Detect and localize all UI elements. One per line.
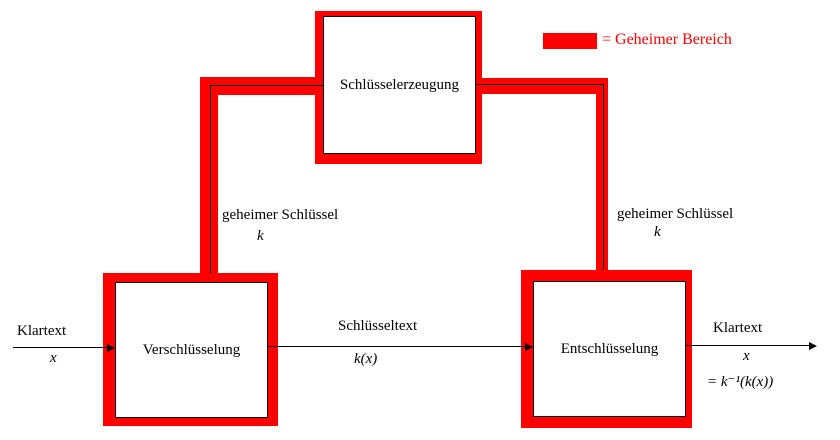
plaintext-out-symbol: x (743, 348, 750, 364)
key-symbol-right: k (654, 224, 661, 240)
keygen-box: Schlüsselerzeugung (323, 16, 476, 154)
keygen-label: Schlüsselerzeugung (339, 76, 460, 93)
secret-path-left-horizontal (200, 77, 320, 95)
key-symbol-left: k (257, 228, 264, 244)
decrypt-box: Entschlüsselung (533, 281, 686, 417)
plaintext-out-line (686, 345, 810, 346)
encrypt-box: Verschlüsselung (115, 282, 268, 418)
key-line-left-h (210, 85, 323, 86)
secret-path-right-horizontal (478, 78, 608, 94)
ciphertext-label: Schlüsseltext (338, 318, 418, 334)
arrow-plaintext-out (809, 342, 817, 350)
plaintext-in-label: Klartext (17, 323, 67, 339)
ciphertext-symbol: k(x) (354, 351, 378, 367)
decrypt-label: Entschlüsselung (560, 340, 659, 357)
legend-swatch (543, 33, 597, 49)
arrow-ciphertext (525, 343, 533, 351)
legend-label: = Geheimer Bereich (602, 31, 732, 48)
key-line-right-v (603, 84, 604, 273)
ciphertext-line (268, 346, 525, 347)
plaintext-in-line (13, 347, 108, 348)
secret-path-right-vertical (596, 78, 608, 273)
plaintext-out-formula: = k⁻¹(k(x)) (707, 374, 774, 390)
arrow-plaintext-in (107, 344, 115, 352)
plaintext-in-symbol: x (50, 350, 57, 366)
key-line-left-v (210, 85, 211, 275)
secret-path-left-vertical (200, 77, 218, 277)
key-label-left: geheimer Schlüssel (222, 207, 339, 223)
plaintext-out-label: Klartext (713, 320, 763, 336)
key-line-right-h (476, 84, 603, 85)
encrypt-label: Verschlüsselung (142, 341, 241, 358)
key-label-right: geheimer Schlüssel (617, 206, 734, 222)
